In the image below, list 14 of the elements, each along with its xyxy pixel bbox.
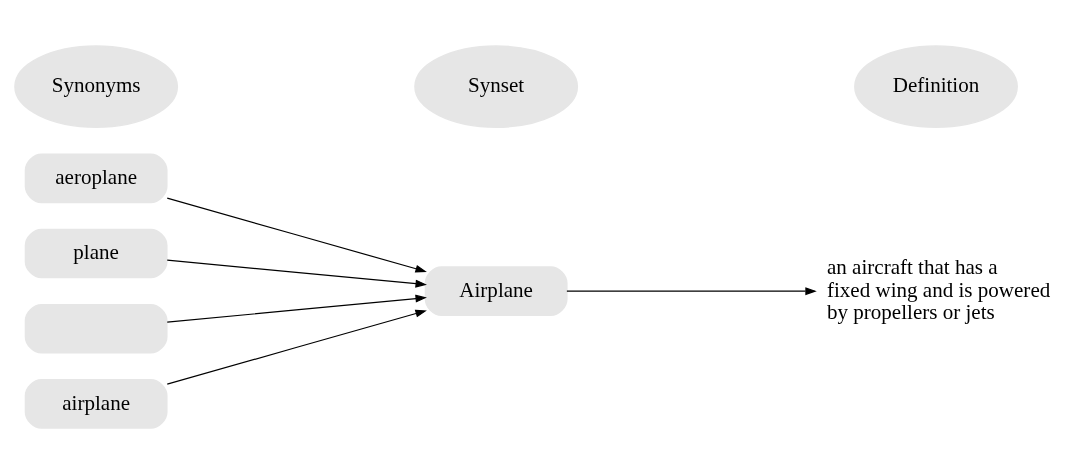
arrow: [166, 197, 427, 273]
node-box: Airplane: [424, 265, 568, 316]
node-ellipse: Synset: [414, 44, 579, 128]
node-box: airplane: [24, 378, 168, 429]
node-box: [24, 303, 168, 354]
arrow: [566, 286, 817, 295]
node-box: aeroplane: [24, 153, 168, 203]
node-box: plane: [24, 228, 168, 278]
arrow: [166, 294, 427, 323]
node-text: an aircraft that has a fixed wing and is powered by propellers or jets: [826, 254, 1051, 324]
arrow: [166, 309, 427, 385]
node-ellipse: Definition: [854, 44, 1018, 128]
node-ellipse: Synonyms: [14, 44, 179, 128]
arrow: [166, 259, 427, 288]
